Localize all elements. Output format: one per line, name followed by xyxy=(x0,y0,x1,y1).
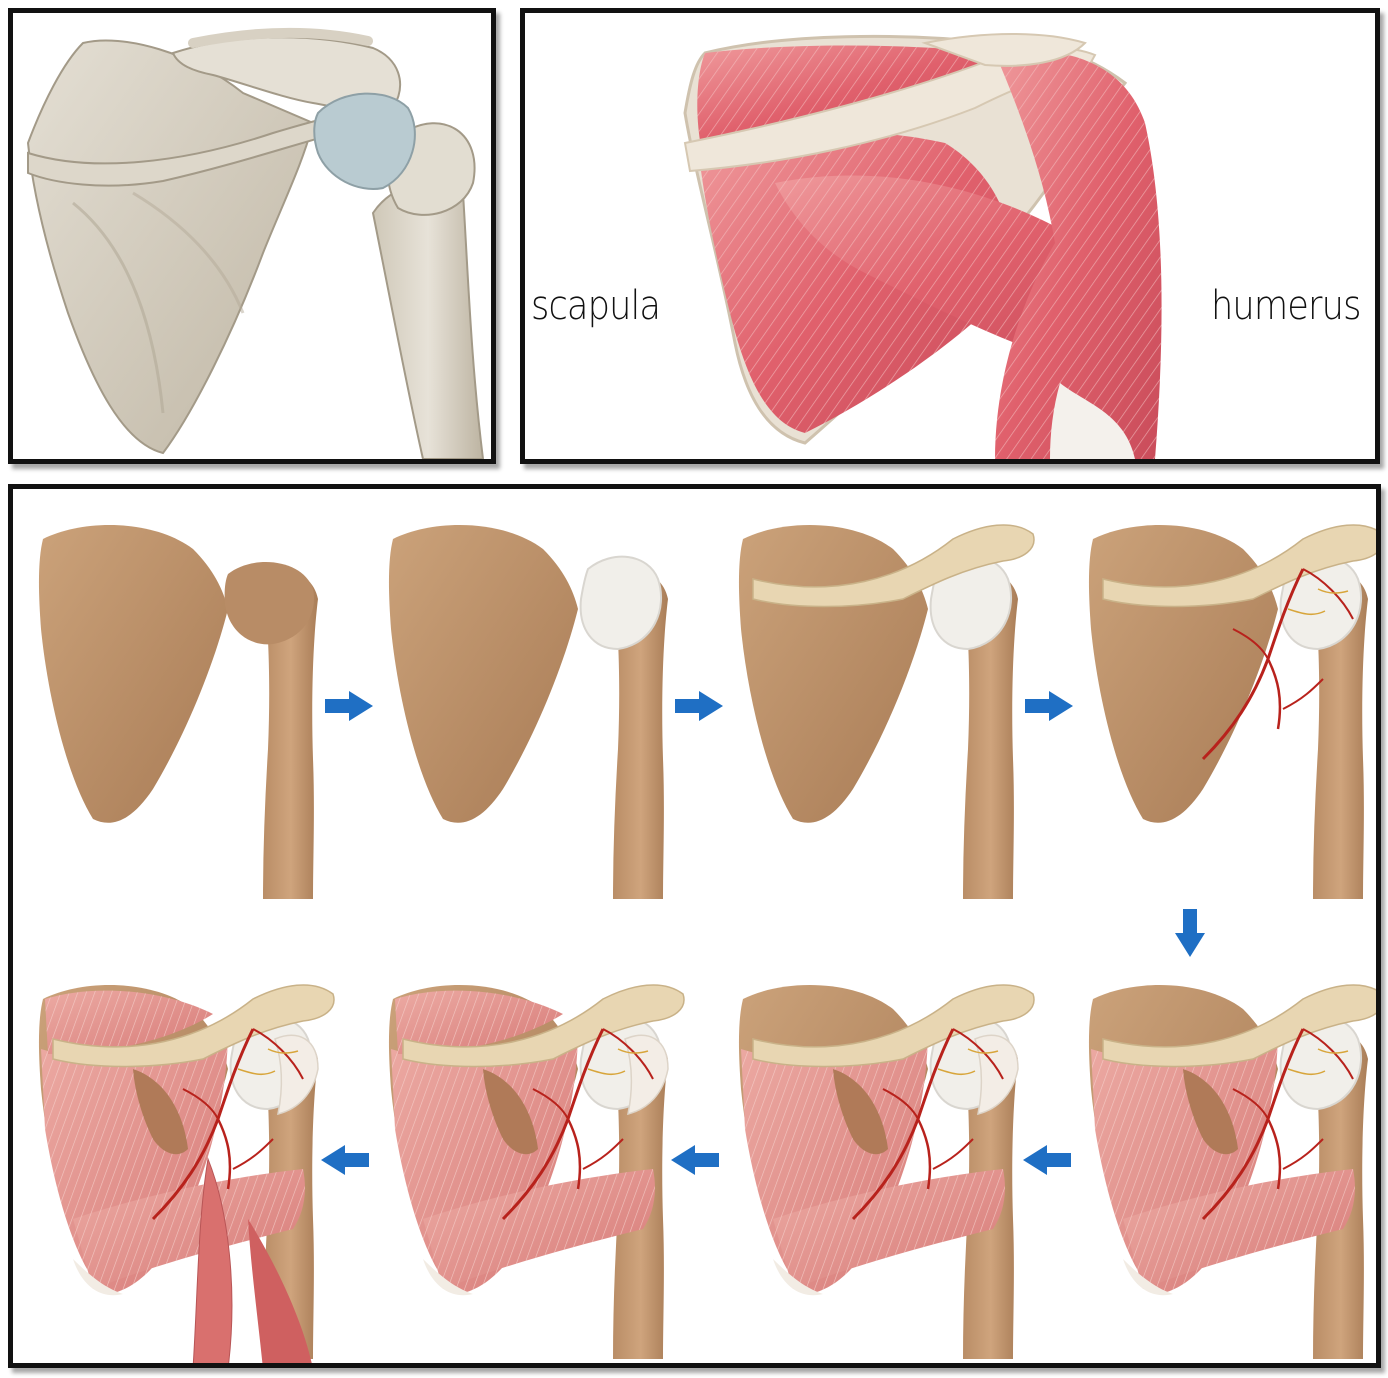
triceps-tendon xyxy=(1050,383,1135,459)
step-4-arteries xyxy=(1088,524,1376,899)
humerus-shaft xyxy=(371,181,485,459)
glenoid-cartilage xyxy=(313,92,416,190)
muscle-shoulder-illustration xyxy=(683,33,1162,459)
panel-muscle-anatomy: scapula humerus xyxy=(520,8,1380,464)
panel-bone-anatomy xyxy=(8,8,496,464)
scapula-blade xyxy=(26,39,315,455)
arrow-right-icon xyxy=(1025,691,1073,721)
label-scapula: scapula xyxy=(531,283,661,329)
step-6-rotator-cuff xyxy=(738,984,1035,1359)
step-5-muscles xyxy=(1088,984,1376,1359)
acromion xyxy=(921,33,1087,67)
arrow-left-icon xyxy=(671,1145,719,1175)
label-humerus: humerus xyxy=(1211,283,1361,329)
arrow-down-icon xyxy=(1175,909,1205,957)
arrow-left-icon xyxy=(1023,1145,1071,1175)
clavicle xyxy=(188,27,373,48)
arrow-right-icon xyxy=(325,691,373,721)
sequence-canvas xyxy=(38,524,1376,1363)
step-3-acromion xyxy=(738,524,1035,899)
arrow-left-icon xyxy=(321,1145,369,1175)
bone-shoulder-illustration xyxy=(26,27,485,459)
step-1-bones xyxy=(38,525,318,899)
step-7-supraspinatus xyxy=(388,984,685,1359)
step-8-biceps xyxy=(38,984,335,1363)
arrow-right-icon xyxy=(675,691,723,721)
panel-dissection-sequence xyxy=(8,484,1381,1368)
step-2-cartilage xyxy=(388,525,668,899)
